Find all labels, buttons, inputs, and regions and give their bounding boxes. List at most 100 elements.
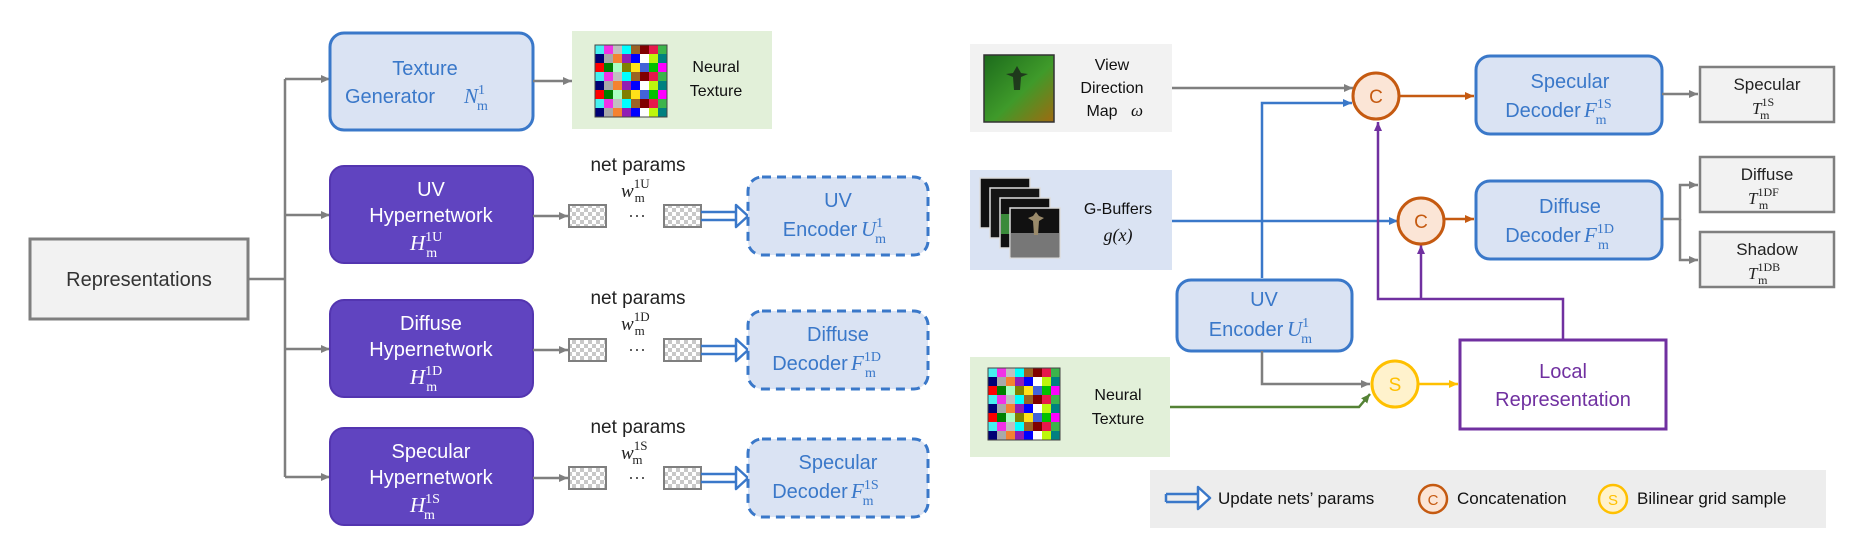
texture-tile [604, 108, 614, 118]
texture-tile [1006, 377, 1016, 387]
texture-tile [1015, 368, 1025, 378]
texture-tile [613, 81, 623, 91]
specular-hyper-line2: Hypernetwork [369, 467, 493, 489]
param-tensor-block [663, 204, 702, 228]
concat-symbol: C [1414, 212, 1428, 233]
param-tensor-block [568, 466, 607, 490]
neural-texture-right-line1: Neural [1094, 387, 1141, 404]
texture-tile [1024, 413, 1034, 423]
representations-node: Representations [28, 237, 250, 321]
texture-tile [640, 90, 650, 100]
specular-decoder-target-line2: Decoder [772, 481, 848, 503]
texture-tile [1024, 395, 1034, 405]
texture-tile [604, 99, 614, 109]
legend-concat-label: Concatenation [1457, 489, 1567, 508]
neural-texture-image [594, 44, 668, 118]
texture-tile [1006, 368, 1016, 378]
texture-tile [997, 404, 1007, 414]
params-label: net params [590, 417, 685, 438]
specular-decoder-line2: Decoder [1505, 100, 1581, 122]
uv-encoder-target-line1: UV [824, 190, 852, 212]
texture-tile [1051, 377, 1061, 387]
texture-tile [595, 81, 605, 91]
texture-tile [1051, 413, 1061, 423]
right-connectors [1170, 84, 1698, 409]
texture-tile [1024, 368, 1034, 378]
concat-symbol: C [1369, 87, 1383, 108]
neural-texture-top-line1: Neural [692, 59, 739, 76]
texture-tile [631, 81, 641, 91]
texture-tile [1024, 431, 1034, 441]
param-tensor-block [663, 338, 702, 362]
texture-tile [1006, 386, 1016, 396]
diffuse-decoder-line2: Decoder [1505, 225, 1581, 247]
texture-tile [1015, 404, 1025, 414]
texture-tile [604, 81, 614, 91]
texture-tile [658, 90, 668, 100]
legend: Update nets’ params C Concatenation S Bi… [1150, 470, 1826, 528]
texture-tile [658, 72, 668, 82]
texture-tile [1015, 377, 1025, 387]
view-direction-line3: Map [1086, 103, 1117, 120]
diffuse-hyper-line2: Hypernetwork [369, 339, 493, 361]
neural-texture-image [987, 367, 1061, 441]
texture-tile [640, 81, 650, 91]
neural-texture-right-line2: Texture [1092, 411, 1145, 428]
texture-tile [1033, 404, 1043, 414]
legend-update-icon [1164, 485, 1212, 511]
texture-tile [613, 90, 623, 100]
texture-tile [1015, 386, 1025, 396]
texture-tile [649, 90, 659, 100]
texture-tile [1006, 395, 1016, 405]
texture-tile [640, 72, 650, 82]
texture-tile [595, 108, 605, 118]
texture-tile [997, 413, 1007, 423]
texture-tile [613, 45, 623, 55]
diffuse-decoder-target-line1: Diffuse [807, 324, 869, 346]
sample-symbol: S [1389, 375, 1402, 396]
texture-tile [1006, 422, 1016, 432]
texture-tile [1042, 377, 1052, 387]
concat-node-specular: C [1351, 71, 1401, 121]
diffuse-decoder-line1: Diffuse [1539, 196, 1601, 218]
gbuffers-formula: g(x) [1104, 225, 1133, 246]
specular-decoder-target-line1: Specular [799, 452, 878, 474]
texture-tile [631, 108, 641, 118]
texture-tile [1042, 386, 1052, 396]
texture-tile [1006, 413, 1016, 423]
texture-tile [1051, 422, 1061, 432]
texture-tile [1033, 413, 1043, 423]
texture-tile [649, 108, 659, 118]
texture-tile [640, 108, 650, 118]
texture-tile [631, 90, 641, 100]
texture-tile [658, 99, 668, 109]
texture-tile [640, 63, 650, 73]
texture-tile [988, 431, 998, 441]
texture-tile [595, 90, 605, 100]
texture-border [594, 44, 668, 118]
uv-encoder-target-line2: Encoder [783, 219, 858, 241]
texture-tile [631, 45, 641, 55]
uv-encoder-line1: UV [1250, 289, 1278, 311]
params-label: net params [590, 288, 685, 309]
texture-tile [595, 72, 605, 82]
gbuffers-image-stack [979, 177, 1061, 259]
texture-tile [997, 431, 1007, 441]
view-direction-node: View Direction Map ω [970, 44, 1172, 132]
uv-encoder-line2: Encoder [1209, 319, 1284, 341]
texture-tile [613, 63, 623, 73]
texture-tile [649, 63, 659, 73]
param-tensor-block [663, 466, 702, 490]
